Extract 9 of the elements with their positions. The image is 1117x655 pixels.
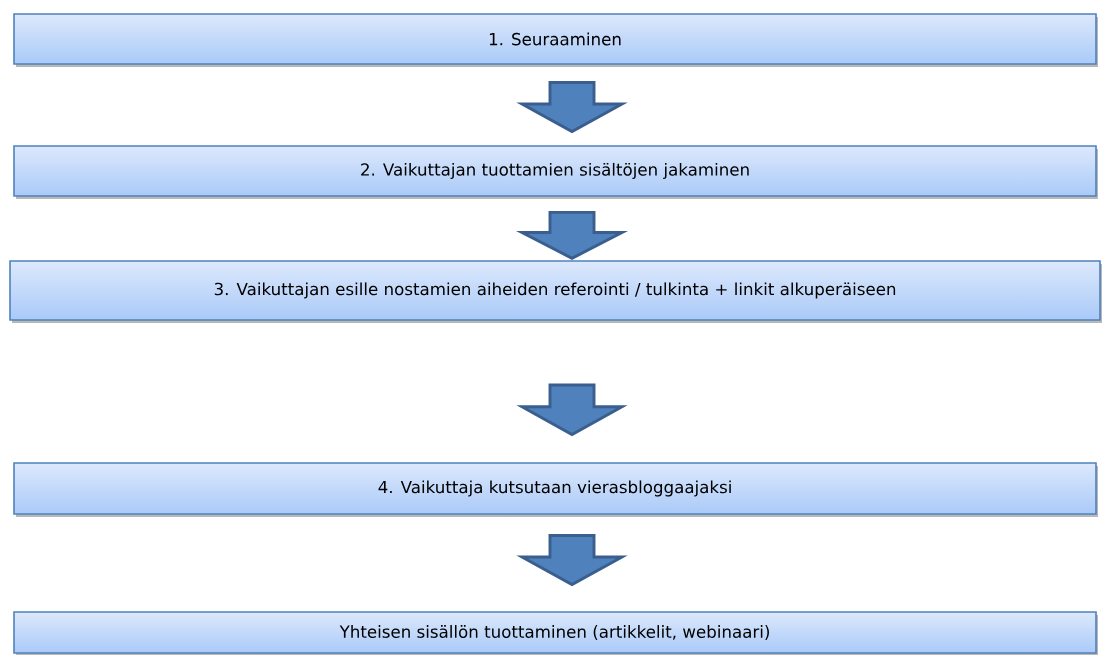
step-box: Yhteisen sisällön tuottaminen (artikkelit, webinaari) bbox=[13, 611, 1098, 655]
block-arrow bbox=[515, 210, 629, 260]
block-arrow bbox=[516, 383, 628, 437]
step-box: 1. Seuraaminen bbox=[13, 13, 1098, 67]
step-box: 2. Vaikuttajan tuottamien sisältöjen jakaminen bbox=[13, 145, 1098, 199]
step-box: 4. Vaikuttaja kutsutaan vierasbloggaajaksi bbox=[13, 462, 1098, 517]
block-arrow bbox=[516, 80, 628, 134]
step-box: 3. Vaikuttajan esille nostamien aiheiden referointi / tulkinta + linkit alkuperäiseen bbox=[9, 260, 1102, 323]
block-arrow bbox=[516, 533, 628, 587]
